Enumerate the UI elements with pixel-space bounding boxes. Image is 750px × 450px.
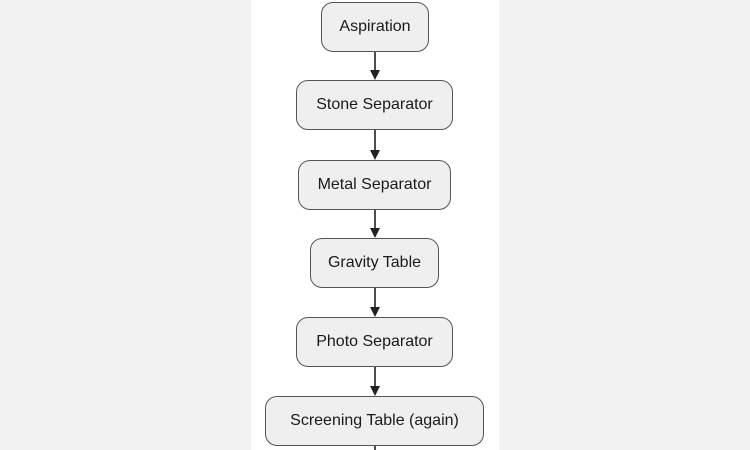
node-gravity-table: Gravity Table bbox=[310, 238, 439, 288]
arrowhead-photo-separator bbox=[370, 307, 380, 317]
node-aspiration: Aspiration bbox=[321, 2, 429, 52]
node-metal-separator: Metal Separator bbox=[298, 160, 451, 210]
node-screening-table-again: Screening Table (again) bbox=[265, 396, 484, 446]
arrowhead-stone-separator bbox=[370, 70, 380, 80]
arrowhead-metal-separator bbox=[370, 150, 380, 160]
node-photo-separator: Photo Separator bbox=[296, 317, 453, 367]
arrowhead-screening-table-again bbox=[370, 386, 380, 396]
node-stone-separator: Stone Separator bbox=[296, 80, 453, 130]
arrowhead-gravity-table bbox=[370, 228, 380, 238]
